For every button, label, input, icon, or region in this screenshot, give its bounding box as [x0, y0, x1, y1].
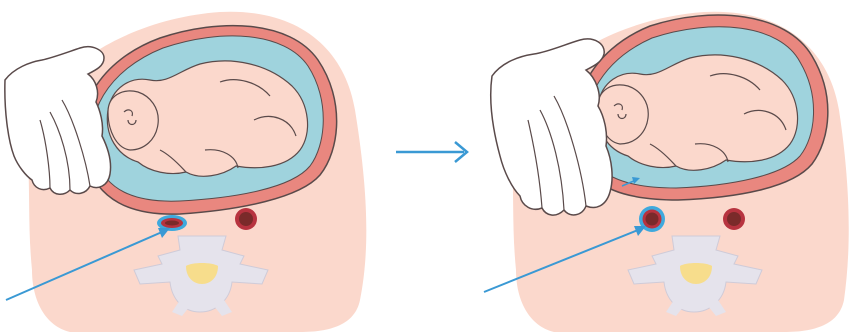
right-arrow-icon — [396, 142, 467, 162]
panel-after — [484, 12, 849, 332]
panel-before — [5, 12, 366, 332]
hand — [491, 39, 612, 215]
aorta — [235, 208, 257, 230]
hand — [5, 47, 111, 195]
aorta — [723, 208, 745, 230]
